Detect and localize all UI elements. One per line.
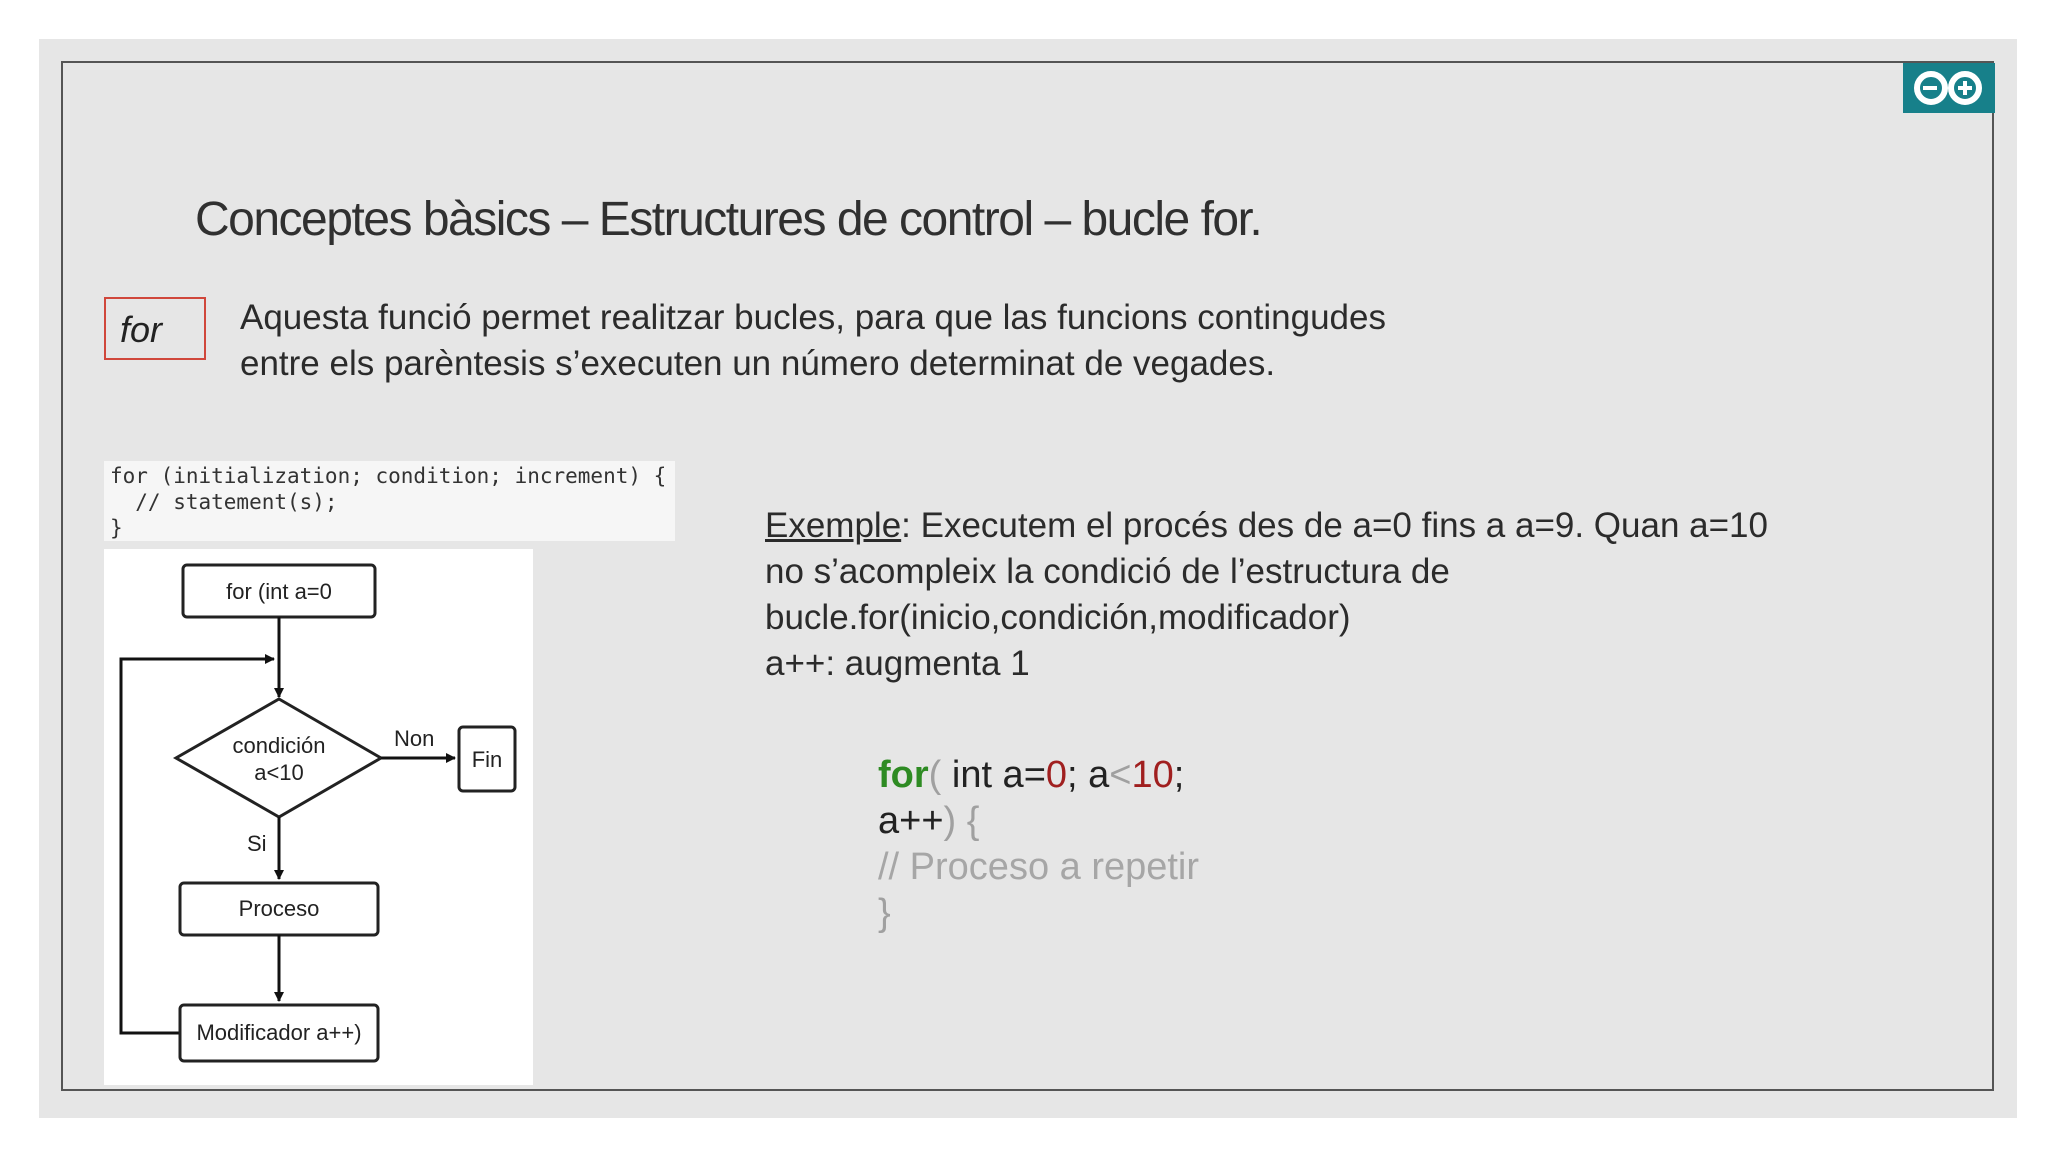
code-example: for( int a=0; a<10; a++) { // Proceso a … [878,752,1199,936]
code-number: 10 [1131,754,1174,796]
slide-title: Conceptes bàsics – Estructures de contro… [195,193,1263,246]
flow-end-box [457,725,517,793]
flow-no-label: Non [394,726,434,751]
flow-condition-value: a<10 [254,760,304,785]
description-line: Aquesta funció permet realitzar bucles, … [240,298,1386,337]
code-text: int a= [941,754,1046,796]
example-line-rest: : Executem el procés des de a=0 fins a a… [901,506,1768,545]
syntax-code-block: for (initialization; condition; incremen… [104,461,675,541]
code-close-brace: } [878,892,891,934]
arduino-logo-icon [1903,63,1995,113]
code-text: a++ [878,800,944,842]
flowchart: for (int a=0 condición a<10 Non Fin Si P… [104,549,533,1085]
code-number: 0 [1045,754,1068,796]
code-paren: ( [928,754,942,796]
example-line: bucle.for(inicio,condición,modificador) [765,598,1351,637]
flow-condition-label: condición [233,733,326,758]
flow-end-label: Fin [472,747,503,772]
flow-loop-line [119,654,275,1035]
keyword-box: for [104,297,206,360]
code-line: a++) { [878,798,1199,844]
slide-frame [61,61,1994,1091]
code-comment: // Proceso a repetir [878,846,1200,888]
code-paren: ) { [943,800,980,842]
syntax-line: // statement(s); [110,490,338,514]
syntax-line: for (initialization; condition; incremen… [110,464,667,488]
code-text: ; a [1067,754,1110,796]
example-text: Exemple: Executem el procés des de a=0 f… [765,503,1865,687]
example-label: Exemple [765,506,902,545]
flow-condition-diamond [172,697,384,819]
flow-process-label: Proceso [239,896,320,921]
flow-init-label: for (int a=0 [226,579,332,604]
example-line: no s’acompleix la condició de l’estructu… [765,552,1450,591]
example-line: a++: augmenta 1 [765,644,1030,683]
syntax-line: } [110,516,123,540]
code-keyword: for [878,754,929,796]
code-line: for( int a=0; a<10; [878,752,1199,798]
flow-yes-label: Si [247,831,267,856]
description: Aquesta funció permet realitzar bucles, … [240,295,1440,387]
example-line: Exemple: Executem el procés des de a=0 f… [765,503,1865,549]
description-line: entre els parèntesis s’executen un númer… [240,344,1276,383]
code-operator: < [1109,754,1132,796]
code-text: ; [1173,754,1185,796]
flow-modifier-label: Modificador a++) [196,1020,361,1045]
flow-modifier-box [178,1003,380,1063]
